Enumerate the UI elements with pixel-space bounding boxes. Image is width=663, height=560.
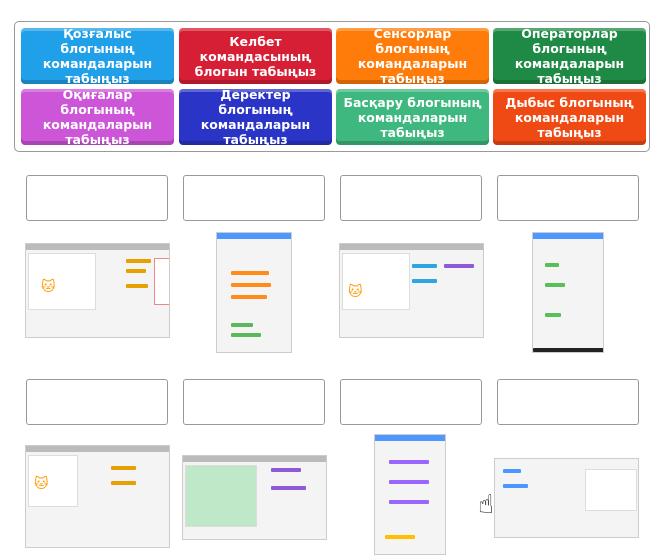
drop-zone-6[interactable] <box>183 379 325 425</box>
scratch-screenshot-7 <box>374 434 446 555</box>
scratch-screenshot-6 <box>182 455 327 540</box>
answer-tile[interactable]: Қозғалыс блогының командаларын табыңыз <box>21 26 174 86</box>
scratch-screenshot-4 <box>532 232 604 353</box>
answer-tile[interactable]: Сенсорлар блогының командаларын табыңыз <box>336 26 489 86</box>
answer-tile[interactable]: Дыбыс блогының командаларын табыңыз <box>493 89 646 145</box>
answer-tile[interactable]: Келбет командасының блогын табыңыз <box>179 28 332 84</box>
drop-zone-3[interactable] <box>340 175 482 221</box>
scratch-screenshot-3: 🐱 <box>339 243 484 338</box>
scratch-screenshot-2 <box>216 232 292 353</box>
hand-pointer-icon: ☝ <box>478 490 494 520</box>
answer-tile[interactable]: Басқару блогының командаларын табыңыз <box>336 89 489 145</box>
scratch-screenshot-5: 🐱 <box>25 445 170 548</box>
drop-zone-5[interactable] <box>26 379 168 425</box>
answer-tile[interactable]: Операторлар блогының командаларын табыңы… <box>493 26 646 86</box>
drop-zone-4[interactable] <box>497 175 639 221</box>
drop-zone-7[interactable] <box>340 379 482 425</box>
scratch-screenshot-1: 🐱 <box>25 243 170 338</box>
drop-zone-1[interactable] <box>26 175 168 221</box>
cat-sprite-icon: 🐱 <box>41 279 56 295</box>
answer-tile[interactable]: Оқиғалар блогының командаларын табыңыз <box>21 87 174 147</box>
drop-zone-8[interactable] <box>497 379 639 425</box>
drop-zone-2[interactable] <box>183 175 325 221</box>
answer-tile[interactable]: Деректер блогының командаларын табыңыз <box>179 87 332 147</box>
scratch-screenshot-8 <box>494 458 639 538</box>
answer-tile-bank <box>14 21 650 152</box>
